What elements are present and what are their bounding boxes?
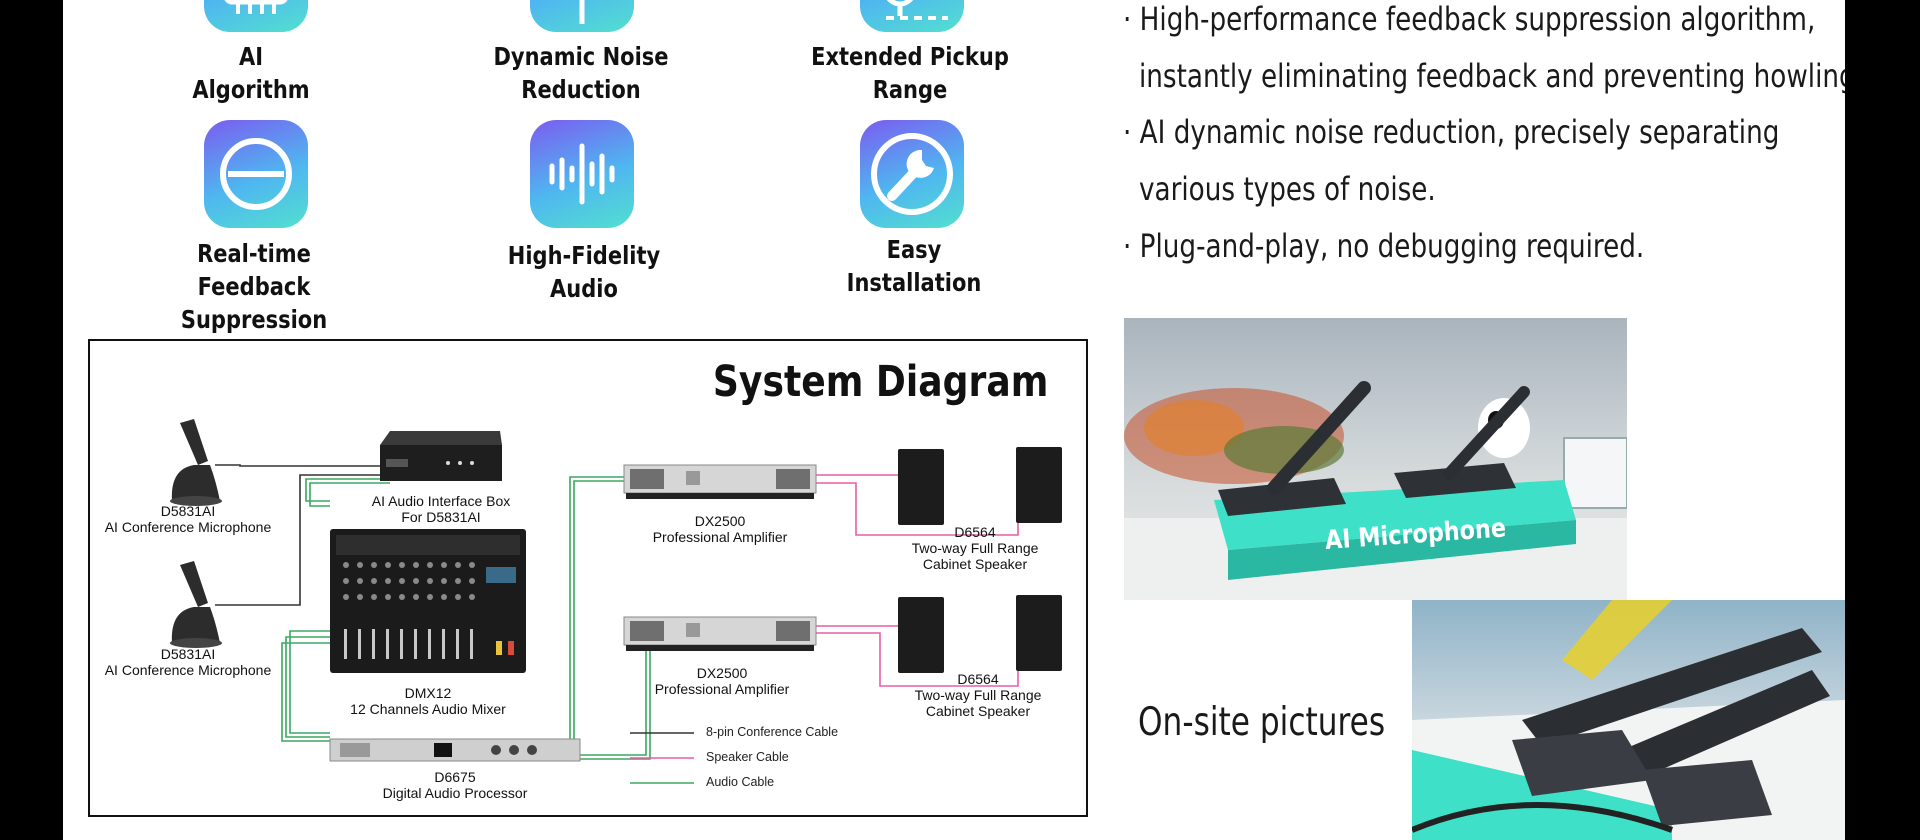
legend-label-conference: 8-pin Conference Cable [706, 725, 839, 739]
bullet-line: · AI dynamic noise reduction, precisely … [1123, 113, 1780, 151]
diagram-drawing [170, 419, 1062, 784]
audio-processor [329, 738, 581, 762]
microphone-2 [170, 561, 222, 648]
bullet-line: various types of noise. [1139, 170, 1436, 208]
amplifier-2 [623, 616, 817, 651]
amplifier-1 [623, 464, 817, 499]
diagram-title: System Diagram [712, 357, 1048, 407]
wrench-icon [860, 120, 964, 228]
speaker-cables [815, 474, 1019, 687]
photos-caption: On-site pictures [1138, 700, 1386, 745]
photo-ai-microphone: AI Microphone [1124, 318, 1627, 600]
legend-label-speaker: Speaker Cable [706, 750, 789, 764]
legend-label-audio: Audio Cable [706, 775, 775, 789]
bullet-line: · High-performance feedback suppression … [1123, 0, 1816, 38]
photo-microphones-closeup [1412, 600, 1845, 840]
pickup-range-icon [860, 0, 964, 32]
interface-box [380, 431, 502, 481]
bullet-line: · Plug-and-play, no debugging required. [1123, 227, 1645, 265]
bullet-line: instantly eliminating feedback and preve… [1139, 57, 1845, 95]
speakers [898, 447, 1062, 673]
microphone-1 [170, 419, 222, 506]
feedback-suppression-icon [204, 120, 308, 228]
system-diagram: System Diagram [88, 339, 1088, 817]
audio-mixer [330, 529, 526, 673]
microphone-icon [530, 0, 634, 32]
conference-cables [215, 464, 380, 606]
chip-icon [204, 0, 308, 32]
sound-wave-icon [530, 120, 634, 228]
